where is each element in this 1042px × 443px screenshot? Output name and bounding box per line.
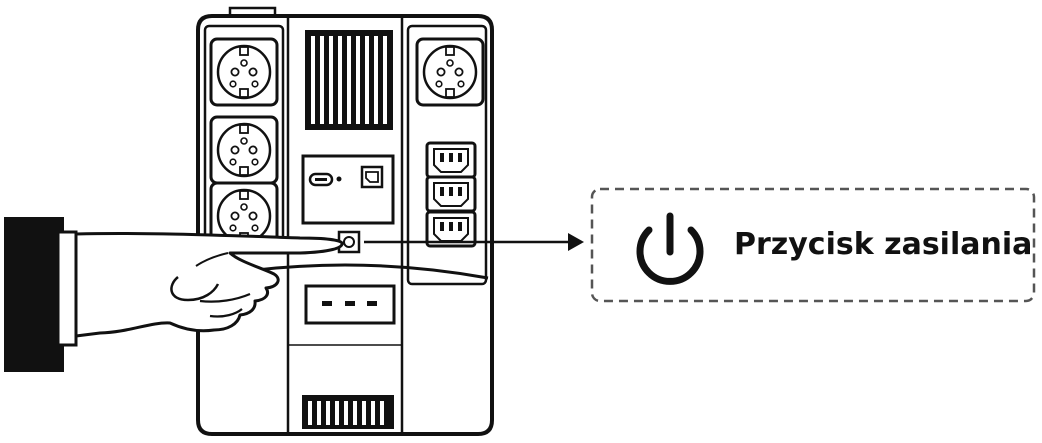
usb-b-port[interactable]: [360, 165, 384, 189]
pointer-arrow: [364, 233, 584, 251]
led-indicator: [304, 284, 396, 325]
schuko-outlet[interactable]: [415, 37, 485, 107]
top-vent: [305, 30, 393, 130]
schuko-outlet[interactable]: [209, 37, 279, 107]
schuko-outlet[interactable]: [209, 115, 279, 185]
callout-label: Przycisk zasilania: [734, 227, 1033, 262]
usb-c-port[interactable]: [308, 172, 334, 187]
port-panel: [301, 154, 395, 225]
power-icon: [636, 212, 704, 285]
iec-outlet[interactable]: [425, 175, 477, 213]
callout-box: [590, 187, 1036, 303]
iec-outlet[interactable]: [425, 141, 477, 179]
hand-illustration: [4, 217, 344, 372]
status-led: [336, 176, 342, 182]
bottom-vent: [302, 395, 394, 429]
